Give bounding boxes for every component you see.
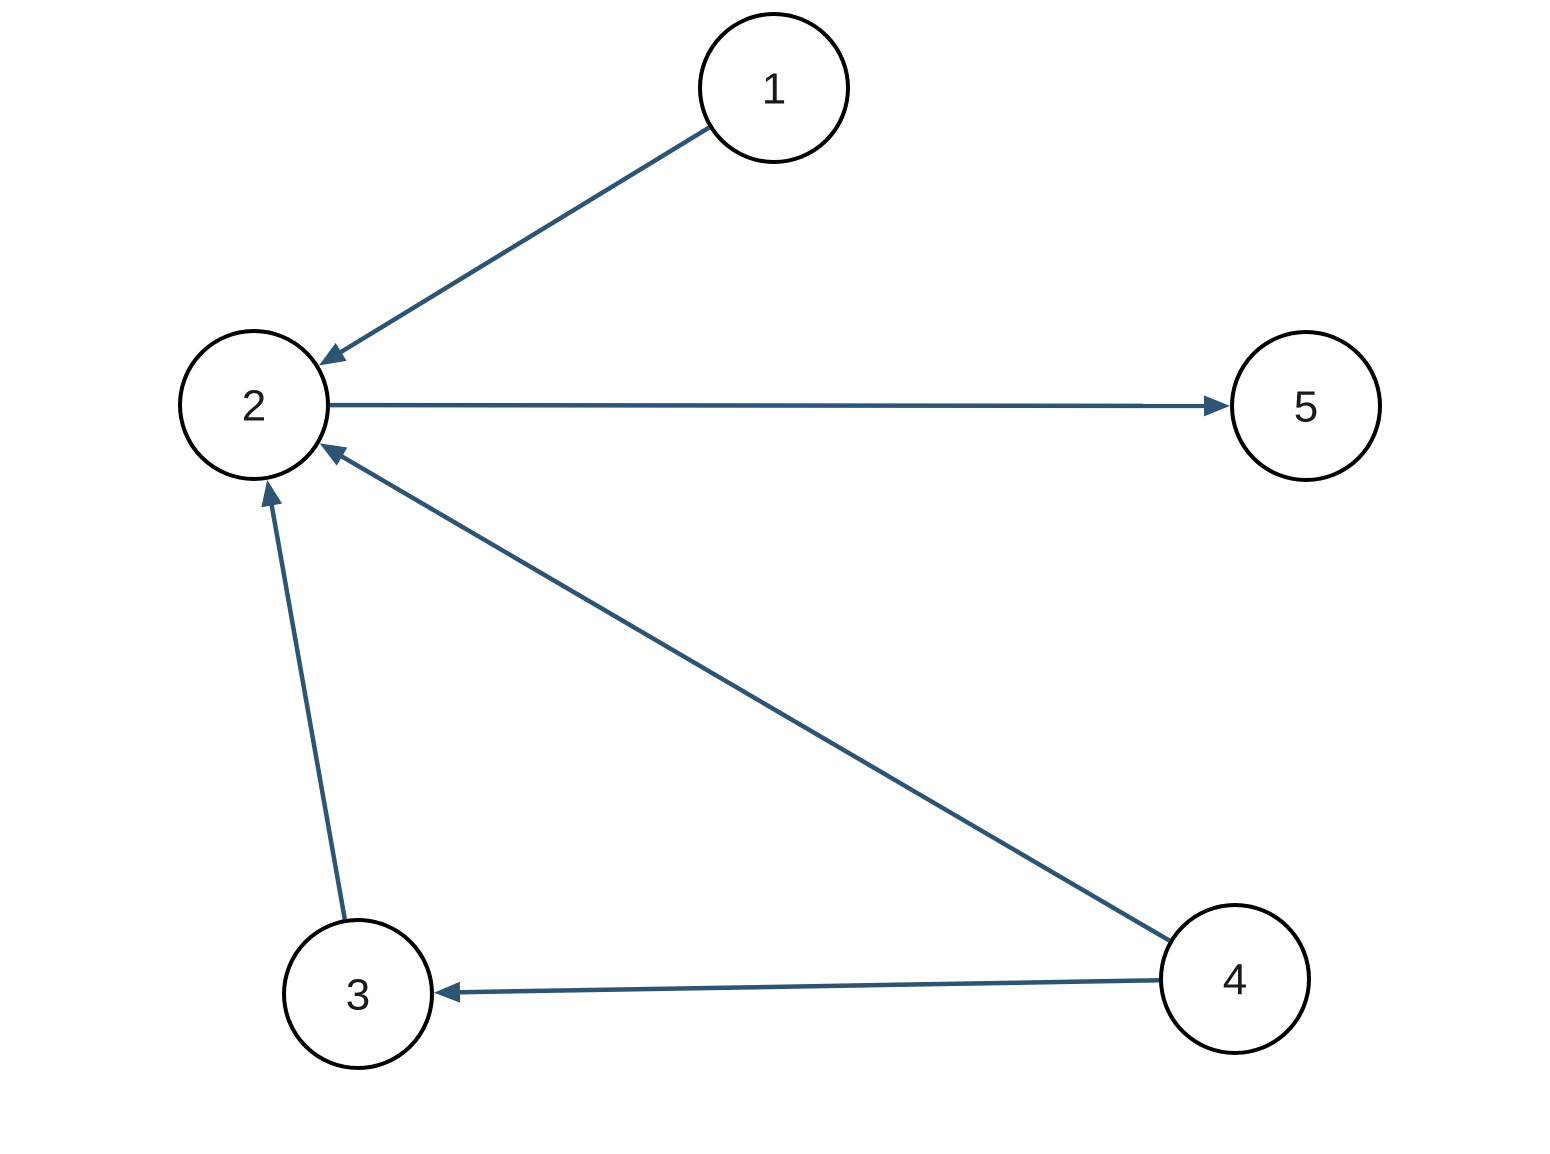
node-label: 3 [346,971,370,1020]
node-label: 2 [242,382,266,431]
edge-line [268,499,348,920]
node-circle [178,329,330,481]
node-label: 4 [1223,956,1247,1005]
arrowhead-icon [319,443,348,466]
graph-edge-4-to-2[interactable] [319,443,1171,943]
graph-node-4[interactable]: 4 [1159,903,1311,1055]
graph-edge-4-to-3[interactable] [433,978,1160,1003]
arrowhead-icon [261,479,283,508]
graph-edge-1-to-2[interactable] [318,125,711,366]
arrowhead-icon [1203,395,1230,417]
edge-line [335,125,711,357]
graph-node-1[interactable]: 1 [698,12,850,164]
arrowhead-icon [433,981,461,1003]
edge-line [454,978,1160,995]
arrowhead-icon [318,342,347,366]
node-label: 5 [1294,383,1318,432]
graph-edge-3-to-2[interactable] [261,479,348,920]
edges-layer [261,125,1230,1003]
nodes-layer: 1 2 3 4 5 [178,12,1382,1070]
graph-node-5[interactable]: 5 [1230,330,1382,482]
node-circle [282,918,434,1070]
edge-line [329,402,1210,409]
node-circle [1230,330,1382,482]
edge-line [336,451,1171,943]
graph-node-2[interactable]: 2 [178,329,330,481]
graph-edge-2-to-5[interactable] [329,395,1230,417]
node-circle [698,12,850,164]
node-circle [1159,903,1311,1055]
graph-node-3[interactable]: 3 [282,918,434,1070]
node-label: 1 [762,65,786,114]
